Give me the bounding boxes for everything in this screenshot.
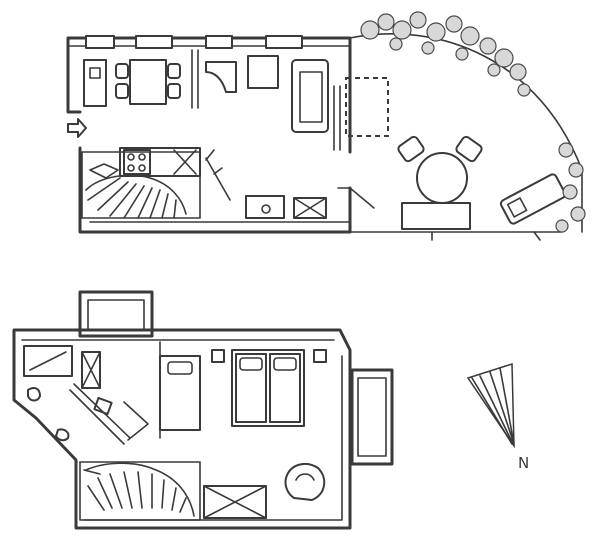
- sink-cabinet: [245, 195, 285, 219]
- kitchen-shelf: [83, 59, 107, 107]
- storage-box: [293, 197, 327, 219]
- upper-windows: [85, 35, 303, 49]
- compass-north-label: N: [518, 454, 529, 472]
- sofa: [291, 59, 329, 133]
- climbing-plant: [360, 11, 586, 233]
- terrace-table-set: [397, 135, 483, 230]
- north-compass: N: [466, 362, 529, 472]
- entrance-arrow: [67, 118, 87, 138]
- double-bed: [231, 349, 305, 427]
- upper-staircase: [81, 151, 201, 219]
- wardrobe: [203, 485, 267, 519]
- single-bed: [159, 341, 201, 439]
- balcony-side: [350, 368, 394, 466]
- side-cabinet: [247, 55, 279, 89]
- terrace-lounger: [499, 173, 567, 225]
- nightstand-left: [211, 349, 225, 363]
- nightstand-right: [313, 349, 327, 363]
- armchair: [205, 61, 237, 93]
- lower-floor-plan: [12, 290, 394, 530]
- lower-staircase: [79, 461, 201, 521]
- dining-set: [115, 59, 181, 105]
- lower-outer-wall: [12, 328, 352, 530]
- easel: [205, 149, 231, 201]
- sliding-door-outline: [345, 77, 389, 137]
- upper-floor-plan: [66, 11, 586, 241]
- bathroom: [23, 345, 113, 442]
- lower-armchair: [284, 462, 326, 501]
